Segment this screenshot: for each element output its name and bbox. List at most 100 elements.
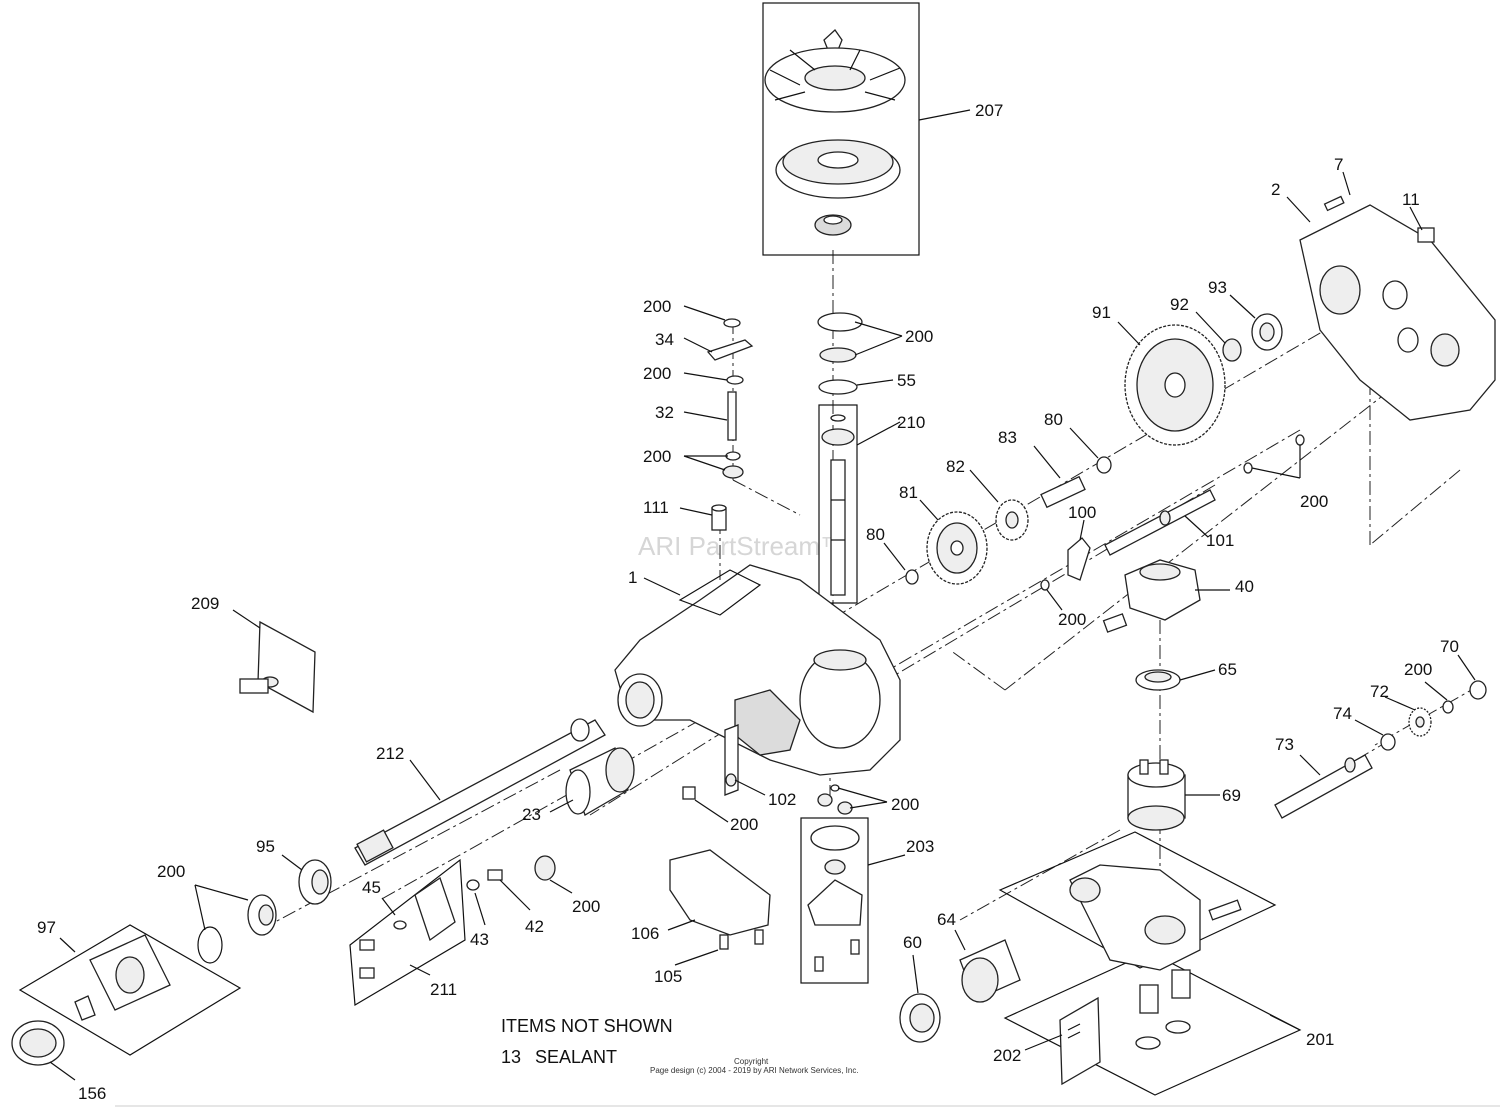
callout-80-b: 80: [866, 525, 885, 544]
wheel-hub: [74, 934, 171, 1021]
washer-200e2: [1243, 462, 1253, 474]
callout-72: 72: [1370, 682, 1389, 701]
callout-101: 101: [1206, 531, 1234, 550]
callout-91: 91: [1092, 303, 1111, 322]
mount-bracket: [669, 849, 771, 950]
callout-7: 7: [1334, 155, 1343, 174]
group-box-210: [818, 404, 858, 604]
charge-pump: [807, 825, 863, 972]
bolt-7: [1323, 195, 1345, 212]
group-box-97: [18, 924, 242, 1056]
large-gear: [1124, 324, 1226, 446]
center-section: [1069, 864, 1242, 1050]
callout-93: 93: [1208, 278, 1227, 297]
callout-80-a: 80: [1044, 410, 1063, 429]
callout-40: 40: [1235, 577, 1254, 596]
small-hardware: [466, 855, 556, 891]
callout-200-b: 200: [643, 364, 671, 383]
washer-200e1: [1295, 434, 1305, 446]
callout-200-j: 200: [157, 862, 185, 881]
callout-numbers: 207 7 2 11 200 34 200 32 200 200 55 210 …: [37, 101, 1459, 1103]
callout-97: 97: [37, 918, 56, 937]
washer-200f: [1040, 579, 1050, 591]
callout-45: 45: [362, 878, 381, 897]
callout-203: 203: [906, 837, 934, 856]
callout-200-a: 200: [643, 297, 671, 316]
side-cover: [1299, 204, 1496, 421]
link-102: [724, 724, 739, 796]
motor-shaft-73: [1274, 754, 1373, 819]
callout-200-k: 200: [572, 897, 600, 916]
note-heading: ITEMS NOT SHOWN: [501, 1016, 673, 1036]
bearing-93: [1251, 313, 1283, 351]
callout-200-d: 200: [905, 327, 933, 346]
callout-83: 83: [998, 428, 1017, 447]
callout-81: 81: [899, 483, 918, 502]
control-arm-parts: [706, 318, 754, 479]
callout-201: 201: [1306, 1030, 1334, 1049]
callout-200-i: 200: [891, 795, 919, 814]
main-housing: [614, 564, 901, 776]
watermark: ARI PartStream™: [638, 531, 846, 561]
group-box-211: [349, 858, 466, 1007]
oil-filter: [565, 747, 635, 816]
callout-200-g: 200: [1404, 660, 1432, 679]
brake-plate: [239, 620, 316, 714]
copyright-line1: Copyright: [734, 1057, 769, 1066]
callout-64: 64: [937, 910, 956, 929]
callout-200-e: 200: [1300, 492, 1328, 511]
callout-156: 156: [78, 1084, 106, 1103]
items-not-shown-note: ITEMS NOT SHOWN 13 SEALANT: [501, 1016, 673, 1067]
callout-202: 202: [993, 1046, 1021, 1065]
washer-92: [1222, 338, 1242, 362]
center-lines: [259, 250, 1481, 960]
axle-shaft: [354, 718, 606, 866]
note-item-name: SEALANT: [535, 1047, 617, 1067]
callout-100: 100: [1068, 503, 1096, 522]
thrust-bearing-65: [1135, 669, 1181, 691]
seal-200: [247, 894, 277, 936]
bearing-60: [899, 993, 941, 1043]
small-seals: [817, 784, 853, 815]
pulley-hub: [814, 214, 852, 236]
hub-cap: [11, 1020, 65, 1066]
callout-102: 102: [768, 790, 796, 809]
callout-65: 65: [1218, 660, 1237, 679]
callout-23: 23: [522, 805, 541, 824]
group-box-207: [762, 2, 920, 256]
arm-100: [1067, 537, 1091, 581]
gear-72: [1408, 707, 1432, 737]
pinion-82: [995, 499, 1029, 541]
brake-arm: [359, 876, 456, 979]
seal: [819, 347, 857, 363]
callout-92: 92: [1170, 295, 1189, 314]
ring-200g: [1442, 700, 1454, 714]
callout-60: 60: [903, 933, 922, 952]
callout-200-c: 200: [643, 447, 671, 466]
snap-ring: [197, 926, 223, 964]
callout-105: 105: [654, 967, 682, 986]
callout-82: 82: [946, 457, 965, 476]
callout-73: 73: [1275, 735, 1294, 754]
group-box-201-top: [998, 831, 1277, 969]
callout-209: 209: [191, 594, 219, 613]
shaft-83: [1040, 475, 1086, 509]
callout-2: 2: [1271, 180, 1280, 199]
kit-202: [1059, 996, 1101, 1086]
callout-32: 32: [655, 403, 674, 422]
callout-74: 74: [1333, 704, 1352, 723]
retaining-ring: [817, 312, 863, 332]
ring-55: [818, 379, 858, 395]
callout-34: 34: [655, 330, 674, 349]
callout-212: 212: [376, 744, 404, 763]
callout-207: 207: [975, 101, 1003, 120]
swashplate-40: [1102, 559, 1201, 633]
washer-74: [1380, 733, 1396, 751]
callout-210: 210: [897, 413, 925, 432]
callout-11: 11: [1402, 190, 1420, 209]
callout-106: 106: [631, 924, 659, 943]
pulley: [775, 139, 901, 199]
callout-111: 111: [643, 498, 669, 517]
washer-70: [1469, 680, 1487, 700]
clip-200: [682, 786, 696, 800]
